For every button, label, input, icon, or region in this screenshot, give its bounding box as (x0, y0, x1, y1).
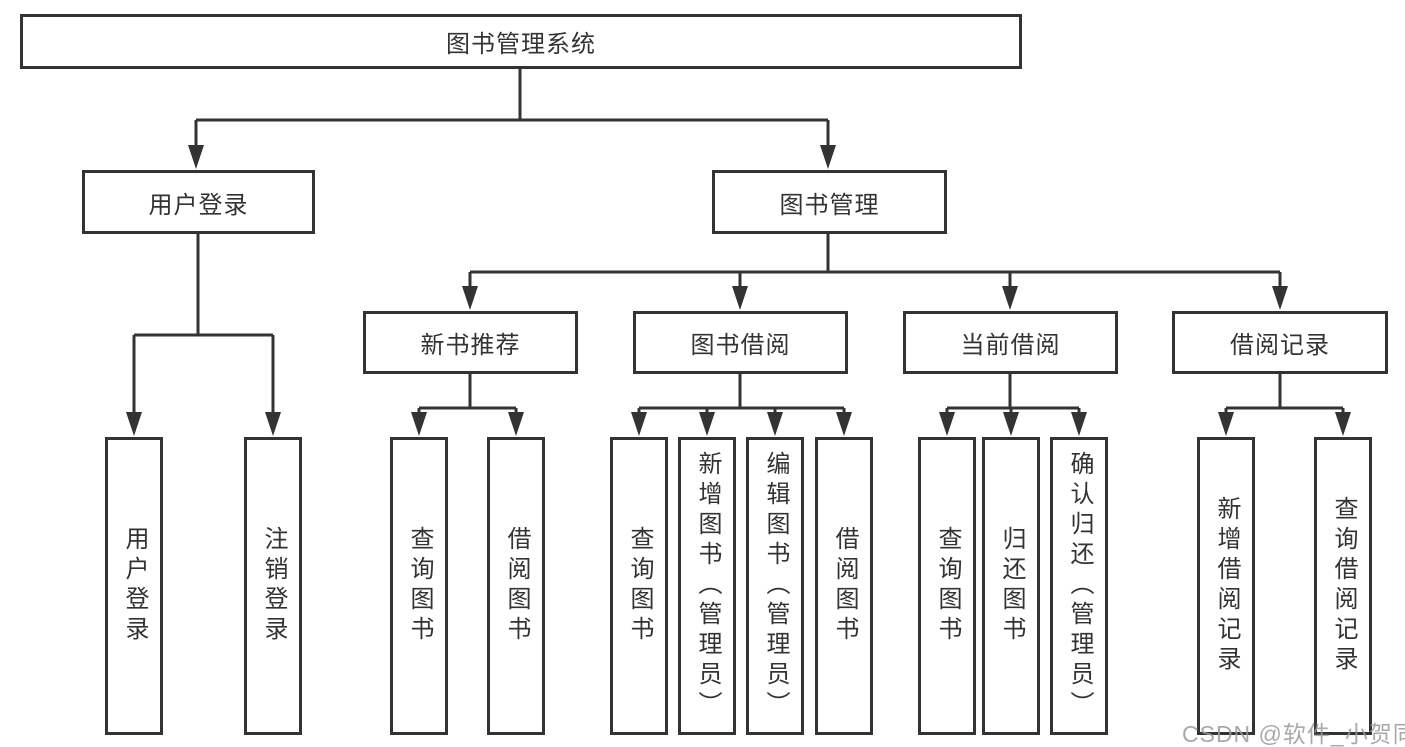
leaf-confirm-return-admin-label: 确认归还（管理员） (1066, 451, 1093, 721)
leaf-query-borrow-record-label: 查询借阅记录 (1330, 496, 1357, 676)
leaf-add-book-admin-label: 新增图书（管理员） (694, 451, 721, 721)
branch-book-management-to-level2 (462, 233, 1288, 310)
leaf-borrow-books-recommend: 借阅图书 (487, 437, 545, 735)
watermark: CSDN @软件_小贺同学 (1182, 721, 1405, 747)
node-user-login: 用户登录 (82, 170, 315, 234)
leaf-borrow-books-recommend-label: 借阅图书 (503, 526, 530, 646)
leaf-add-borrow-record-label: 新增借阅记录 (1213, 496, 1240, 676)
node-user-login-label: 用户登录 (148, 191, 249, 219)
leaf-return-book: 归还图书 (982, 437, 1040, 735)
leaf-query-borrow-record: 查询借阅记录 (1314, 437, 1372, 735)
node-current-borrow: 当前借阅 (903, 311, 1118, 374)
leaf-query-books-recommend: 查询图书 (390, 437, 448, 735)
leaf-borrow-books-label: 借阅图书 (831, 526, 858, 646)
leaf-edit-book-admin: 编辑图书（管理员） (746, 437, 804, 735)
leaf-logout: 注销登录 (244, 437, 302, 735)
leaf-user-login-label: 用户登录 (121, 526, 148, 646)
leaf-logout-label: 注销登录 (260, 526, 287, 646)
node-current-borrow-label: 当前借阅 (960, 332, 1061, 359)
leaf-query-books-borrow-label: 查询图书 (626, 526, 653, 646)
leaf-confirm-return-admin: 确认归还（管理员） (1050, 437, 1108, 735)
node-borrow-records-label: 借阅记录 (1230, 332, 1330, 359)
branch-book-borrow-to-leaves (631, 373, 852, 436)
leaf-add-borrow-record: 新增借阅记录 (1197, 437, 1255, 735)
node-root-label: 图书管理系统 (446, 31, 596, 58)
node-new-book-recommend-label: 新书推荐 (420, 332, 521, 359)
node-new-book-recommend: 新书推荐 (363, 311, 578, 374)
leaf-query-books-borrow: 查询图书 (610, 437, 668, 735)
leaf-borrow-books: 借阅图书 (815, 437, 873, 735)
leaf-user-login: 用户登录 (105, 437, 163, 735)
leaf-return-book-label: 归还图书 (998, 526, 1025, 646)
node-borrow-records: 借阅记录 (1172, 311, 1388, 374)
branch-new-book-recommend-to-leaves (411, 373, 524, 436)
leaf-query-books-current-label: 查询图书 (934, 526, 961, 646)
node-book-management: 图书管理 (712, 170, 947, 234)
leaf-query-books-current: 查询图书 (918, 437, 976, 735)
node-book-borrow: 图书借阅 (633, 311, 848, 374)
branch-user-login-to-leaves (126, 233, 281, 436)
branch-borrow-records-to-leaves (1218, 373, 1351, 436)
node-book-borrow-label: 图书借阅 (690, 332, 791, 359)
node-root: 图书管理系统 (20, 14, 1022, 69)
leaf-edit-book-admin-label: 编辑图书（管理员） (762, 451, 789, 721)
node-book-management-label: 图书管理 (779, 191, 880, 219)
leaf-query-books-recommend-label: 查询图书 (406, 526, 433, 646)
branch-current-borrow-to-leaves (939, 373, 1087, 436)
branch-root-to-level1 (188, 68, 836, 169)
leaf-add-book-admin: 新增图书（管理员） (678, 437, 736, 735)
